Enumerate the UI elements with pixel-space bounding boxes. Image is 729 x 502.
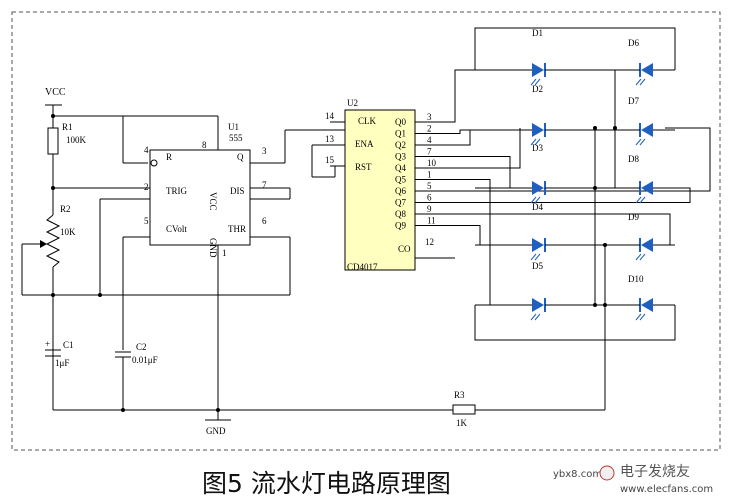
svg-text:7: 7 (262, 180, 267, 190)
r2-label: R2 (60, 204, 71, 214)
svg-text:ENA: ENA (355, 139, 374, 149)
svg-text:CO: CO (398, 244, 411, 254)
svg-text:GND: GND (208, 238, 218, 258)
u2-pin-q7: Q7 (395, 198, 406, 208)
gnd-label: GND (206, 426, 226, 436)
u2-pin-number: 9 (427, 204, 432, 214)
u2-pin-number: 6 (427, 193, 432, 203)
u2-pin-number: 5 (427, 181, 432, 191)
svg-text:R: R (166, 152, 172, 162)
led-d3 (530, 181, 546, 204)
u2-pin-q0: Q0 (395, 117, 406, 127)
svg-text:TRIG: TRIG (166, 186, 187, 196)
r3-value: 1K (456, 418, 468, 428)
u2-pin-q2: Q2 (395, 140, 406, 150)
u2-pin-number: 4 (427, 135, 432, 145)
figure-caption: 图5 流水灯电路原理图 (202, 469, 451, 498)
led-d5 (530, 298, 546, 321)
svg-text:12: 12 (425, 237, 434, 247)
r2-value: 10K (60, 227, 76, 237)
u2-pin-q9: Q9 (395, 221, 406, 231)
svg-text:+: + (45, 339, 50, 349)
led-label: D10 (628, 274, 644, 284)
led-label: D7 (628, 96, 639, 106)
svg-text:6: 6 (262, 216, 267, 226)
svg-text:VCC: VCC (208, 192, 218, 211)
led-label: D2 (532, 84, 543, 94)
r1-value: 100K (66, 135, 87, 145)
u2-pin-number: 1 (427, 170, 432, 180)
svg-text:15: 15 (325, 155, 335, 165)
u1-555-chip (149, 149, 251, 246)
u2-pin-number: 2 (427, 124, 432, 134)
r1-resistor (47, 127, 59, 155)
led-label: D9 (628, 212, 639, 222)
u2-pin-number: 11 (427, 216, 436, 226)
svg-text:14: 14 (325, 111, 335, 121)
u2-pin-q8: Q8 (395, 209, 406, 219)
led-d4 (530, 238, 546, 261)
svg-text:13: 13 (325, 134, 335, 144)
watermark-brand: 电子发烧友 (620, 464, 690, 480)
u2-pin-number: 7 (427, 147, 432, 157)
led-label: D5 (532, 261, 543, 271)
u2-pin-number: 3 (427, 112, 432, 122)
u1-part: 555 (229, 133, 243, 143)
watermark-site: ybx8.com (553, 469, 602, 480)
svg-text:DIS: DIS (230, 186, 245, 196)
svg-text:2: 2 (144, 182, 149, 192)
led-label: D3 (532, 143, 543, 153)
u2-label: U2 (347, 98, 358, 108)
r2-potentiometer (45, 214, 61, 268)
svg-text:CVolt: CVolt (166, 224, 187, 234)
u2-cd4017-chip (344, 109, 416, 271)
c1-value: 1μF (55, 358, 69, 368)
r3-label: R3 (454, 390, 465, 400)
u2-pin-q3: Q3 (395, 152, 406, 162)
svg-text:CLK: CLK (358, 116, 377, 126)
svg-text:4: 4 (144, 145, 149, 155)
svg-text:8: 8 (202, 140, 207, 150)
led-d6 (635, 63, 653, 86)
c2-label: C2 (136, 342, 147, 352)
schematic-frame (11, 11, 721, 451)
u2-pin-number: 10 (427, 158, 437, 168)
r1-label: R1 (62, 122, 73, 132)
led-label: D4 (532, 202, 543, 212)
u2-part: CD4017 (347, 262, 378, 272)
led-d2 (530, 123, 546, 146)
led-label: D8 (628, 154, 639, 164)
svg-text:THR: THR (228, 224, 246, 234)
svg-text:3: 3 (262, 146, 267, 156)
led-d1 (530, 63, 546, 86)
watermark-url: www.elecfans.com (620, 484, 713, 495)
led-d8 (635, 181, 653, 204)
svg-text:RST: RST (355, 162, 372, 172)
r3-resistor (452, 404, 476, 415)
u2-pin-q4: Q4 (395, 163, 406, 173)
svg-text:5: 5 (144, 216, 149, 226)
u2-pin-q1: Q1 (395, 129, 406, 139)
svg-text:Q: Q (237, 152, 244, 162)
vcc-label: VCC (45, 87, 66, 98)
u2-pin-q5: Q5 (395, 175, 406, 185)
led-d10 (635, 298, 653, 321)
u1-label: U1 (228, 122, 239, 132)
led-d9 (635, 238, 653, 261)
led-label: D1 (532, 28, 543, 38)
led-d7 (635, 123, 653, 146)
c2-value: 0.01μF (132, 355, 158, 365)
c1-label: C1 (63, 340, 74, 350)
u2-pin-q6: Q6 (395, 186, 406, 196)
watermark-logo (599, 465, 615, 481)
svg-text:1: 1 (222, 248, 227, 258)
led-label: D6 (628, 38, 639, 48)
